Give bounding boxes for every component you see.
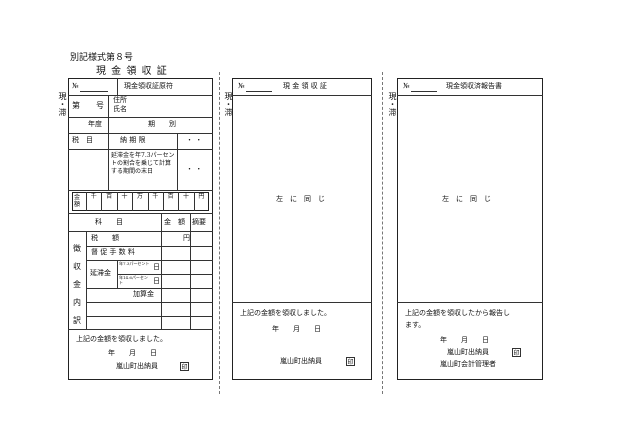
digit-label: 百 [106,193,113,200]
slip1-row-tax: 税 額 [91,234,119,242]
slip1-col-item: 科 目 [95,218,123,226]
slip1-late-fee-dots: ・ ・ [186,165,203,173]
slip1-name-label: 氏名 [113,105,127,113]
slip2-received-text: 上記の金額を領収しました。 [240,309,331,317]
digit-label: 十 [121,193,128,200]
slip2-date-text: 年 月 日 [272,325,321,333]
digit-divider [178,192,180,211]
slip1-tax-label: 税 目 [72,136,93,144]
cut-line-1 [219,72,220,394]
digit-divider [132,192,134,211]
slip1-year-label: 年度 [88,120,102,128]
slip3-treasurer: 嵐山町出納員 [447,348,489,356]
slip1-col-amount: 金 額 [164,218,185,226]
slip1-row-number: 第 号 [72,101,104,110]
slip2-treasurer: 嵐山町出納員 [280,357,322,365]
slip1-category-label: 期 別 [148,120,176,128]
slip3-manager: 嵐山町会計管理者 [440,360,496,368]
slip1-row-fee: 督 促 手 数 料 [91,248,135,256]
slip1-amount-label: 金額 [74,194,81,208]
digit-label: 千 [152,193,159,200]
slip1-received-text: 上記の金額を領収しました。 [76,335,167,343]
digit-label: 円 [198,193,205,200]
slip2-no-label: № [238,82,245,90]
slip3-date-text: 年 月 日 [440,336,489,344]
slip2-title: 現 金 領 収 証 [283,82,327,90]
slip1-day-1: 日 [153,263,160,271]
digit-label: 千 [90,193,97,200]
slip1-row-tax-yen: 円 [183,234,190,242]
digit-divider [193,192,195,211]
digit-divider [162,192,164,211]
page-title: 現 金 領 収 証 [96,66,168,77]
slip1-late-fee-text: 延滞金を年7.3パーセントの割合を乗じて計算する期間の末日 [111,152,175,175]
digit-divider [116,192,118,211]
side-label-2: 現・滞 [224,92,233,116]
slip1-late-label: 延滞金 [90,269,111,277]
slip1-day-2: 日 [153,277,160,285]
slip1-address-label: 住所 [113,96,127,104]
slip1-treasurer: 嵐山町出納員 [116,362,158,370]
slip2-same-left: 左 に 同 じ [276,195,325,203]
slip1-seal: 印 [180,362,189,371]
slip1-date-text: 年 月 日 [108,349,157,357]
slip1-vertical-label: 徴収金内訳 [73,244,81,325]
slip3-report-text-2: ます。 [405,321,426,329]
slip3-title: 現金領収済報告書 [446,82,502,90]
slip2-seal: 印 [346,357,355,366]
digit-label: 百 [167,193,174,200]
slip1-no-label: № [72,82,79,90]
slip3-report-text-1: 上記の金額を領収したから報告し [405,309,510,317]
form-number: 別記様式第８号 [70,53,134,63]
slip3-same-left: 左 に 同 じ [442,195,491,203]
slip-report [397,78,543,380]
slip1-late-73: 年7.3パーセント [119,261,150,266]
side-label-1: 現・滞 [58,92,67,116]
digit-label: 十 [182,193,189,200]
slip1-late-146: 年14.6パーセント [119,275,148,285]
digit-divider [147,192,149,211]
slip-receipt [232,78,372,380]
slip-stub [68,78,213,380]
slip3-seal: 印 [512,348,521,357]
side-label-3: 現・滞 [388,92,397,116]
slip1-deadline-label: 納 期 限 [120,136,146,144]
slip1-stub-title: 現金領収証原符 [124,82,173,90]
slip1-amount-box [72,192,209,211]
digit-label: 万 [136,193,143,200]
slip1-col-note: 摘要 [192,218,206,226]
slip3-no-label: № [403,82,410,90]
digit-divider [101,192,103,211]
slip1-addition: 加算金 [133,290,154,298]
slip1-deadline-dots: ・ ・ [186,136,203,144]
cut-line-2 [382,72,383,394]
